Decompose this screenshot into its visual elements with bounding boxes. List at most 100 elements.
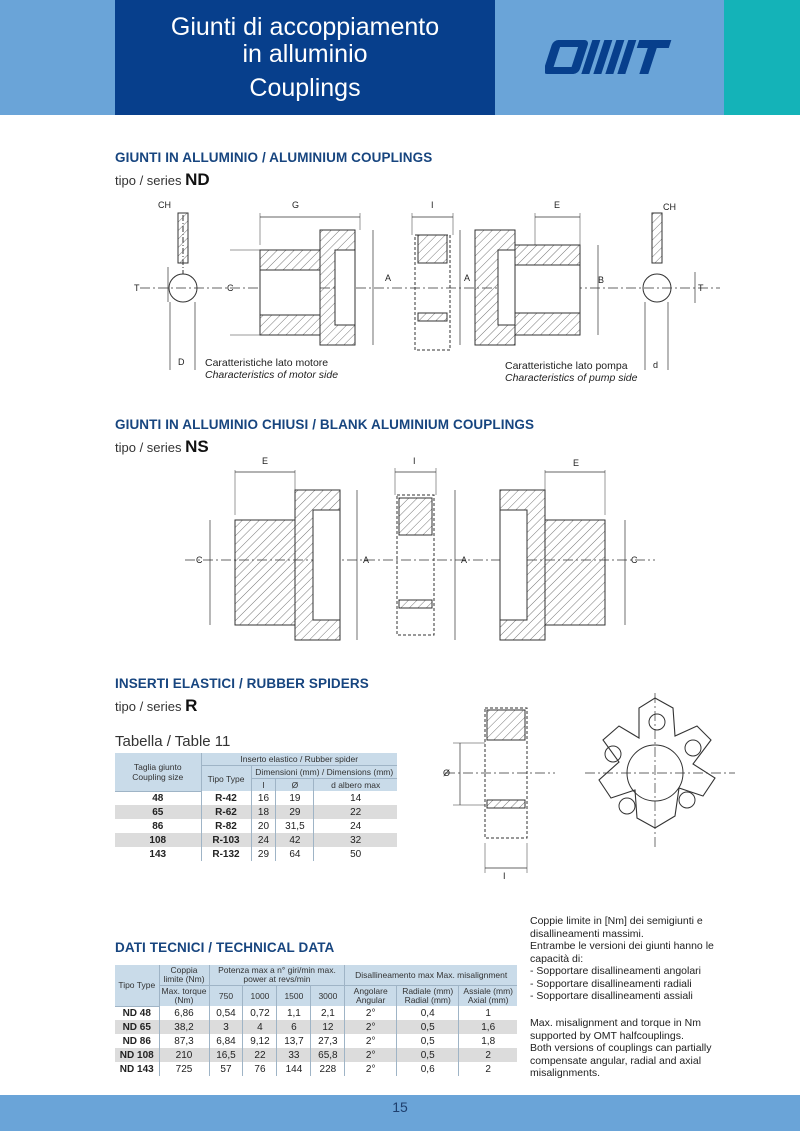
omt-logo (545, 40, 672, 74)
spider-label-diam: Ø (443, 768, 450, 778)
cell-ax: 1,6 (458, 1020, 517, 1034)
ns-label-e-right: E (573, 458, 579, 468)
th-type: Tipo Type (200, 765, 251, 791)
ns-label-a1: A (363, 555, 369, 565)
ns-label-i: I (413, 456, 416, 466)
cell-type: R-62 (200, 805, 251, 819)
cell-type: ND 143 (119, 1063, 154, 1075)
cell-size: 48 (152, 792, 164, 804)
cell-p3000: 228 (310, 1062, 345, 1076)
th-radial: Radiale (mm) Radial (mm) (395, 985, 459, 1006)
section-r-title: INSERTI ELASTICI / RUBBER SPIDERS (115, 676, 369, 691)
cell-ang: 2° (344, 1048, 397, 1062)
cell-i: 20 (250, 819, 276, 833)
th-o: Ø (275, 778, 314, 791)
cell-p3000: 65,8 (310, 1048, 345, 1062)
section-ns-title: GIUNTI IN ALLUMINIO CHIUSI / BLANK ALUMI… (115, 417, 535, 432)
header-teal-band (724, 0, 800, 115)
header-title-block: Giunti di accoppiamento in alluminio Cou… (115, 0, 495, 115)
cell-ax: 2 (458, 1062, 517, 1076)
cell-p1000: 22 (242, 1048, 277, 1062)
ns-label-e-left: E (262, 456, 268, 466)
nd-label-a2: A (464, 273, 470, 283)
cell-o: 64 (275, 847, 314, 861)
section-r-series: tipo / series R (115, 696, 197, 716)
notes-english: Max. misalignment and torque in Nm suppo… (530, 1017, 730, 1080)
pump-side-note: Caratteristiche lato pompa Characteristi… (505, 360, 637, 384)
page-number: 15 (392, 1099, 408, 1115)
cell-ang: 2° (344, 1020, 397, 1034)
cell-i: 29 (250, 847, 276, 861)
cell-p1000: 4 (242, 1020, 277, 1034)
header-title-line3: Couplings (249, 74, 361, 102)
series-prefix: tipo / series (115, 173, 182, 188)
note-it-line1: Coppie limite in [Nm] dei semigiunti e d… (530, 915, 703, 940)
th-rpm-1500: 1500 (276, 985, 311, 1006)
nd-label-g: G (292, 200, 299, 210)
cell-size: 86 (152, 820, 164, 832)
cell-d: 22 (313, 805, 397, 819)
nd-label-ch-right: CH (663, 202, 676, 212)
cell-type: R-103 (200, 833, 251, 847)
cell-rad: 0,5 (395, 1020, 459, 1034)
pump-side-it: Caratteristiche lato pompa (505, 360, 628, 372)
cell-i: 16 (250, 791, 276, 805)
cell-rad: 0,6 (395, 1062, 459, 1076)
table11-caption: Tabella / Table 11 (115, 733, 231, 750)
cell-type: ND 48 (122, 1007, 151, 1019)
cell-p1500: 13,7 (276, 1034, 311, 1048)
cell-p1500: 6 (276, 1020, 311, 1034)
cell-o: 29 (275, 805, 314, 819)
nd-label-c: C (227, 283, 234, 293)
section-nd-title: GIUNTI IN ALLUMINIO / ALUMINIUM COUPLING… (115, 150, 433, 165)
page-footer: 15 (0, 1095, 800, 1131)
pump-side-en: Characteristics of pump side (505, 372, 638, 384)
th-power: Potenza max a n° giri/min max. power at … (208, 965, 345, 986)
cell-i: 18 (250, 805, 276, 819)
cell-p3000: 12 (310, 1020, 345, 1034)
th-angular: Angolare Angular (344, 985, 397, 1006)
cell-d: 24 (313, 819, 397, 833)
cell-i: 24 (250, 833, 276, 847)
nd-label-d-right: d (653, 360, 658, 370)
cell-size: 65 (115, 805, 201, 819)
note-it-bullet2: - Sopportare disallineamenti radiali (530, 977, 692, 990)
cell-p750: 0,54 (208, 1006, 243, 1020)
th-dims: Dimensioni (mm) / Dimensions (mm) (250, 765, 397, 779)
cell-type: R-42 (200, 791, 251, 805)
cell-torque: 210 (158, 1048, 209, 1062)
cell-ax: 1 (458, 1006, 517, 1020)
series-prefix: tipo / series (115, 440, 182, 455)
notes-italian: Coppie limite in [Nm] dei semigiunti e d… (530, 915, 730, 1003)
header-title-line2: in alluminio (242, 40, 368, 68)
nd-label-d-left: D (178, 357, 185, 367)
nd-label-ch-left: CH (158, 200, 171, 210)
cell-type: ND 108 (115, 1048, 159, 1062)
cell-torque: 38,2 (158, 1020, 209, 1034)
cell-p750: 6,84 (208, 1034, 243, 1048)
cell-p3000: 27,3 (310, 1034, 345, 1048)
motor-side-en: Characteristics of motor side (205, 369, 339, 381)
cell-rad: 0,5 (395, 1034, 459, 1048)
cell-o: 42 (275, 833, 314, 847)
series-code: NS (185, 437, 209, 456)
th-d: d albero max (313, 778, 397, 791)
cell-type: ND 86 (122, 1035, 151, 1047)
series-code: R (185, 696, 198, 715)
cell-type: ND 65 (115, 1020, 159, 1034)
th-torque-bottom: Max. torque (Nm) (158, 985, 209, 1006)
th-insert: Inserto elastico / Rubber spider (200, 753, 397, 766)
cell-ang: 2° (344, 1062, 397, 1076)
cell-type: R-132 (200, 847, 251, 861)
cell-torque: 6,86 (158, 1006, 209, 1020)
technical-table: Tipo Type Coppia limite (Nm) Potenza max… (115, 965, 517, 1076)
cell-ax: 2 (458, 1048, 517, 1062)
cell-p750: 16,5 (208, 1048, 243, 1062)
cell-type: R-82 (200, 819, 251, 833)
spider-table: Taglia giunto Coupling size Inserto elas… (115, 753, 397, 861)
